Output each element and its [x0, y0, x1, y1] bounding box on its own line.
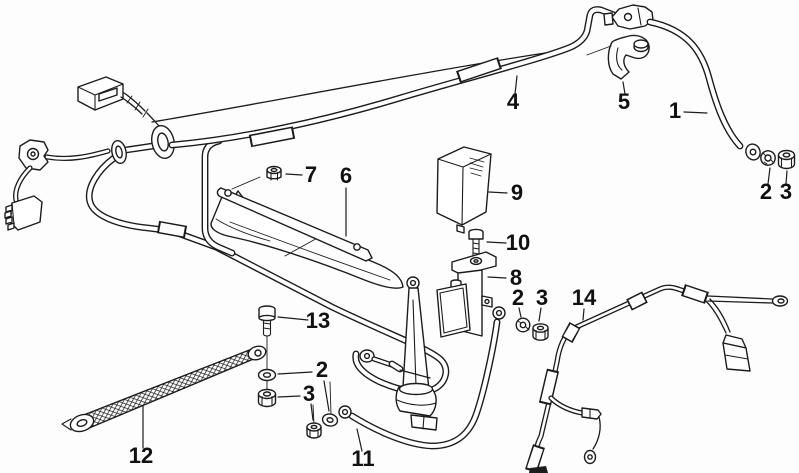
callout-label-7-6: 7: [304, 161, 318, 187]
callout-label-9-7: 9: [510, 179, 524, 205]
relay-module: [436, 283, 471, 338]
leader-line-11-17: [356, 428, 363, 452]
bolt-13: [258, 305, 276, 337]
washer-under-bolt: [257, 368, 277, 382]
leader-line-3-15: [310, 403, 314, 421]
firewall-grommets: [111, 124, 175, 165]
callout-label-2-14: 2: [315, 356, 329, 382]
callout-label-10-8: 10: [505, 229, 531, 255]
battery-lead-cable: [646, 18, 761, 161]
leader-line-5-4: [622, 81, 626, 95]
callout-label-3-11: 3: [535, 284, 549, 310]
leader-line-3-11: [538, 307, 542, 322]
leader-line-14-12: [582, 308, 585, 321]
callout-label-6-5: 6: [339, 162, 353, 188]
starter-cable-boot: [395, 276, 438, 431]
control-unit-box: [436, 146, 492, 234]
bolt-10: [468, 228, 484, 260]
callout-label-3-2: 3: [779, 178, 793, 204]
leader-lines: [142, 75, 788, 452]
callout-label-2-1: 2: [759, 178, 773, 204]
harness-connector-assembly: [4, 49, 566, 231]
leader-line-2-14: [277, 371, 313, 375]
support-bracket: [216, 176, 373, 262]
washer-top-right: [760, 150, 776, 166]
cable-clamp-bracket: [586, 34, 650, 80]
nut-at-cable: [306, 422, 322, 439]
leader-line-2-10: [518, 307, 522, 318]
leader-line-3-2: [785, 170, 788, 185]
branch-spade-terminal: [548, 395, 602, 465]
callout-label-5-4: 5: [617, 88, 631, 114]
leader-line-10-8: [486, 241, 507, 244]
leader-line-2-14: [323, 380, 330, 412]
callout-label-13-13: 13: [305, 307, 331, 333]
nut-under-bolt: [257, 388, 277, 408]
cable-loop-run: [85, 137, 450, 396]
nut-mid: [532, 323, 549, 341]
leader-line-9-7: [488, 191, 508, 194]
callout-label-14-12: 14: [571, 284, 597, 310]
wiring-harness-14: [525, 284, 789, 473]
callout-label-1-0: 1: [668, 97, 682, 123]
flanged-nut-7: [266, 165, 282, 181]
leader-line-13-13: [277, 316, 309, 321]
branch-box-connector: [704, 298, 751, 372]
callout-label-2-10: 2: [511, 284, 525, 310]
leader-line-3-15: [277, 395, 301, 398]
leader-line-2-1: [767, 167, 771, 185]
callout-label-11-17: 11: [351, 445, 375, 471]
linkage-rod: [359, 349, 431, 379]
callout-label-12-16: 12: [128, 442, 154, 468]
battery-terminal-clamp: [603, 4, 654, 30]
main-battery-cable: [168, 6, 618, 149]
ground-strap-assembly: [61, 305, 339, 439]
leader-line-7-6: [285, 173, 303, 176]
leader-line-8-9: [487, 276, 507, 279]
callout-label-3-15: 3: [302, 380, 316, 406]
callout-label-4-3: 4: [506, 88, 520, 114]
holder-bracket-assembly: [436, 228, 497, 338]
leader-line-1-0: [683, 111, 708, 114]
callout-label-8-9: 8: [509, 264, 523, 290]
washer-at-cable: [321, 413, 339, 427]
earth-cable-11: [338, 306, 506, 450]
leader-line-4-3: [514, 75, 518, 95]
nut-top-right: [777, 149, 796, 170]
washer-mid: [515, 317, 531, 333]
